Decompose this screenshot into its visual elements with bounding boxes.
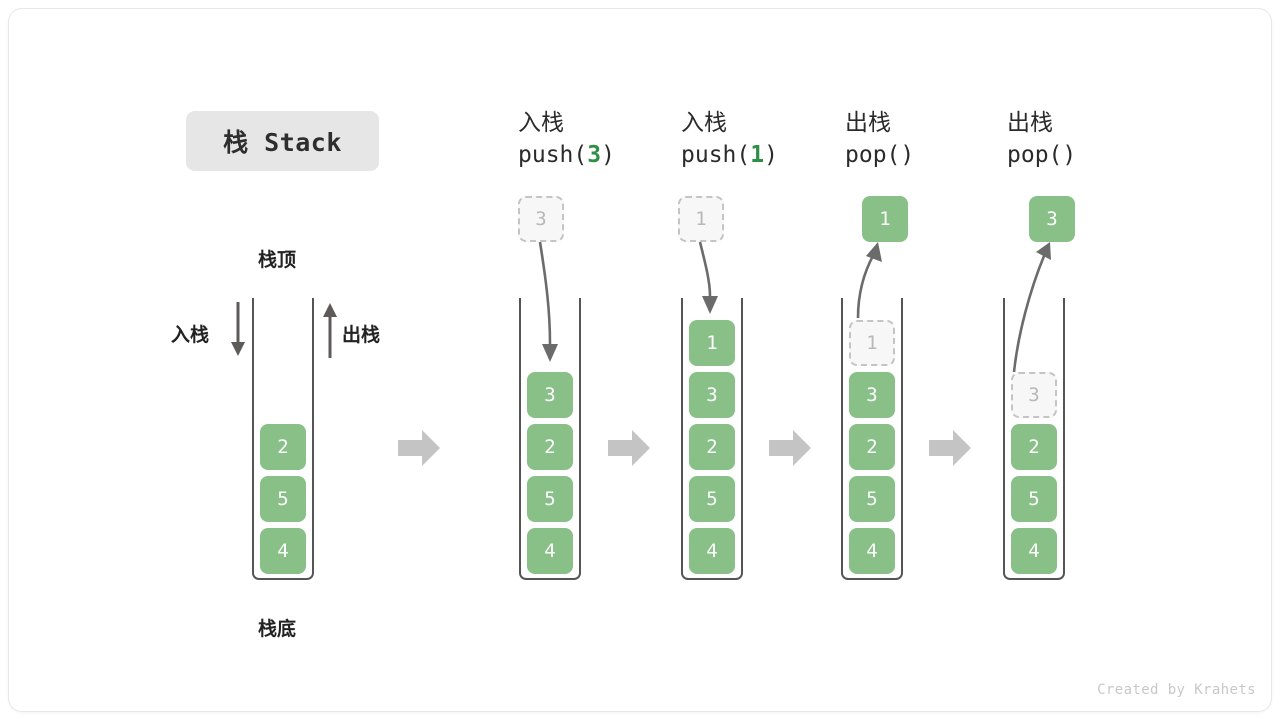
column-header-push-1: 入栈 push(1) <box>681 108 881 171</box>
title-badge-label: 栈 Stack <box>223 128 342 157</box>
stack-cell: 5 <box>527 476 573 522</box>
stack-cell: 5 <box>849 476 895 522</box>
stack-container-pop-3 <box>1003 298 1065 580</box>
column-header-pop-3: 出栈 pop() <box>1007 108 1207 171</box>
stack-cell-ghost: 1 <box>849 320 895 366</box>
stack-container-pop-1 <box>841 298 903 580</box>
stack-cell: 1 <box>689 320 735 366</box>
external-cell-ghost: 3 <box>518 196 564 242</box>
transition-arrow-icon <box>608 430 650 466</box>
stack-cell: 5 <box>260 476 306 522</box>
label-stack-bottom: 栈底 <box>258 618 297 640</box>
stack-cell: 2 <box>689 424 735 470</box>
stack-cell: 4 <box>1011 528 1057 574</box>
stack-container-push-3 <box>519 298 581 580</box>
code-prefix: push( <box>681 141 751 168</box>
stack-cell: 5 <box>689 476 735 522</box>
stack-container-initial <box>252 298 314 580</box>
credit-text: Created by Krahets <box>1097 682 1256 698</box>
code-suffix: ) <box>900 141 915 168</box>
stack-cell: 5 <box>1011 476 1057 522</box>
label-push-side: 入栈 <box>171 324 210 346</box>
stack-cell: 2 <box>527 424 573 470</box>
code-suffix: ) <box>601 141 615 168</box>
column-header-cn: 入栈 <box>681 110 727 136</box>
column-header-code: push(3) <box>518 140 718 172</box>
column-header-cn: 出栈 <box>845 110 891 136</box>
transition-arrow-icon <box>398 430 440 466</box>
column-header-pop-1: 出栈 pop() <box>845 108 1045 171</box>
stack-container-push-1 <box>681 298 743 580</box>
stack-cell: 4 <box>849 528 895 574</box>
stack-cell: 3 <box>689 372 735 418</box>
column-header-cn: 入栈 <box>518 110 564 136</box>
external-cell-ghost: 1 <box>678 196 724 242</box>
code-suffix: ) <box>1062 141 1077 168</box>
stack-cell: 4 <box>527 528 573 574</box>
label-pop-side: 出栈 <box>342 324 381 346</box>
external-cell-popped: 3 <box>1029 196 1075 242</box>
stack-cell: 4 <box>260 528 306 574</box>
stack-cell: 2 <box>260 424 306 470</box>
transition-arrow-icon <box>769 430 811 466</box>
stack-cell: 3 <box>527 372 573 418</box>
label-stack-top: 栈顶 <box>258 249 297 271</box>
external-cell-popped: 1 <box>862 196 908 242</box>
code-prefix: pop( <box>1007 141 1063 168</box>
stack-cell: 3 <box>849 372 895 418</box>
title-badge: 栈 Stack <box>186 111 379 171</box>
stack-cell: 2 <box>849 424 895 470</box>
stack-cell: 2 <box>1011 424 1057 470</box>
code-prefix: pop( <box>845 141 901 168</box>
column-header-push-3: 入栈 push(3) <box>518 108 718 171</box>
transition-arrow-icon <box>929 430 971 466</box>
stack-cell-ghost: 3 <box>1011 372 1057 418</box>
pop-direction-arrow-icon <box>323 303 337 358</box>
column-header-code: push(1) <box>681 140 881 172</box>
column-header-cn: 出栈 <box>1007 110 1053 136</box>
column-header-code: pop() <box>1007 140 1207 172</box>
code-arg: 3 <box>587 141 602 168</box>
column-header-code: pop() <box>845 140 1045 172</box>
code-prefix: push( <box>518 141 588 168</box>
code-arg: 1 <box>750 141 765 168</box>
code-suffix: ) <box>764 141 778 168</box>
push-direction-arrow-icon <box>231 302 245 356</box>
stack-cell: 4 <box>689 528 735 574</box>
